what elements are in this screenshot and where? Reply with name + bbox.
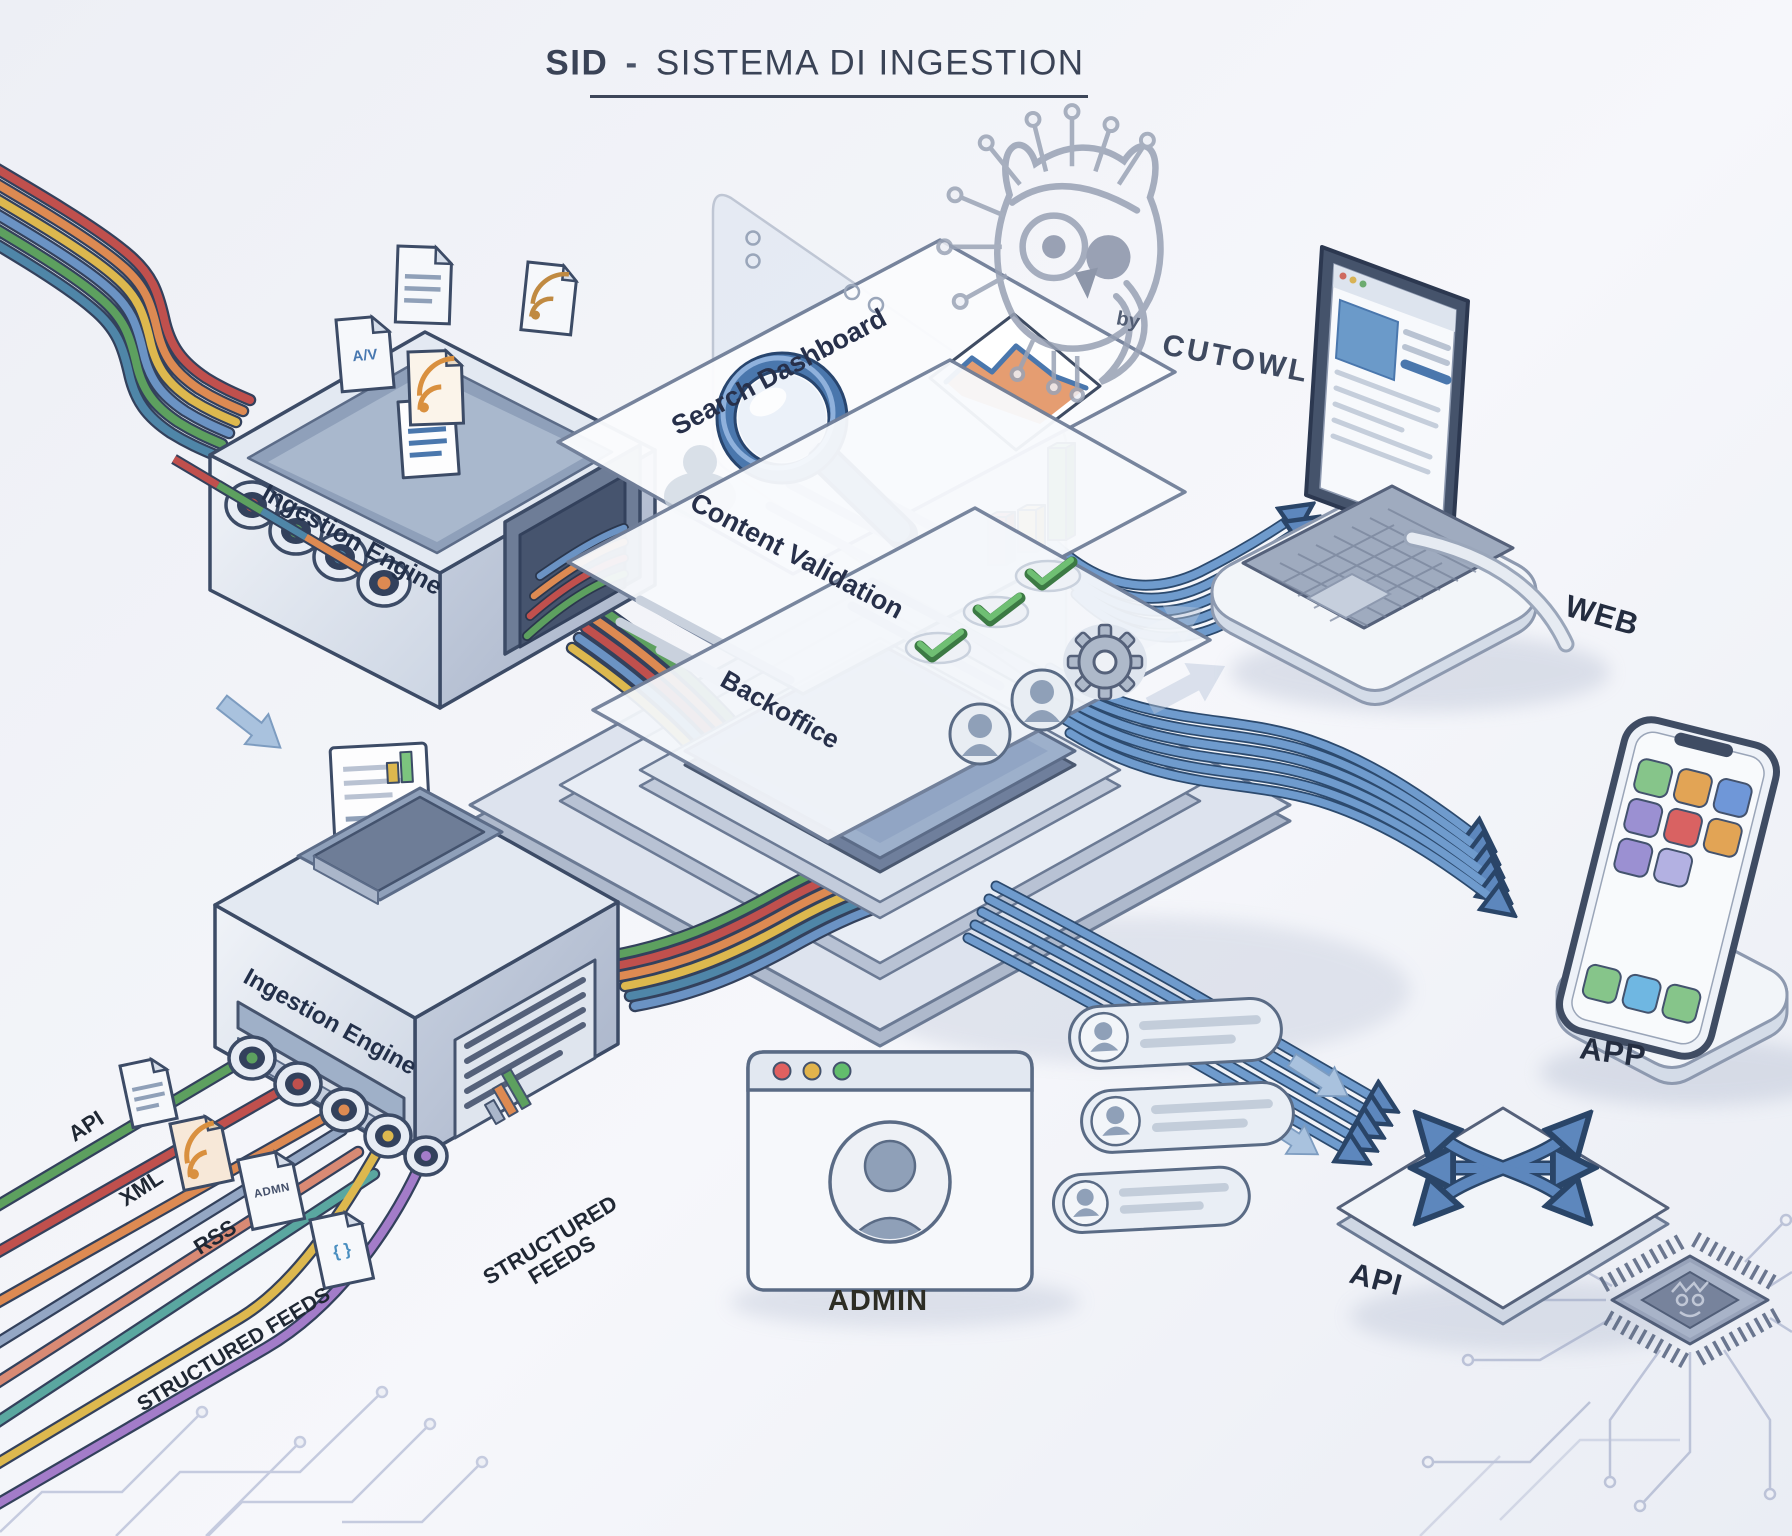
owl-etched-icon (1671, 1281, 1709, 1318)
ingestion-engine-bottom-box (213, 741, 620, 1162)
gear-icon (1063, 623, 1147, 701)
page-title: SID - SISTEMA DI INGESTION (545, 43, 1085, 83)
admin-window (730, 1050, 1080, 1328)
api-switch (1336, 1106, 1710, 1352)
title-name: SISTEMA DI INGESTION (655, 43, 1085, 83)
user-chips (1051, 996, 1295, 1234)
title-separator: - (625, 43, 639, 83)
rss-file-icon (406, 347, 466, 427)
checkmark-icons (904, 556, 1082, 665)
cutowl-logo-icon (936, 103, 1164, 403)
mini-bar-chart-icon (484, 1068, 532, 1125)
user-avatar-icons (948, 668, 1074, 766)
input-pipes-top-bundle (0, 146, 250, 455)
badge-av: A/V (351, 346, 379, 366)
file-icons-top (334, 244, 580, 427)
window-traffic-lights (772, 1061, 852, 1081)
panel-backoffice (591, 506, 1212, 844)
json-file-icon (308, 1209, 376, 1291)
document-file-icon-small (118, 1056, 179, 1130)
rss-file-icon-2 (519, 260, 580, 337)
crossed-arrows-icon (1426, 1124, 1580, 1212)
admn-file-icon (236, 1149, 307, 1232)
cpu-chip (1599, 1232, 1781, 1368)
app-phone (1540, 716, 1792, 1106)
document-file-icon (393, 244, 455, 326)
web-laptop (1210, 245, 1610, 712)
admin-avatar (828, 1120, 952, 1244)
ingestion-engine-top-ports (171, 454, 412, 608)
circuit-traces-bottom-left (0, 1385, 489, 1536)
av-file-icon (334, 313, 396, 394)
title-brand: SID (545, 43, 609, 83)
file-badges-bottom (118, 1056, 376, 1291)
logo-by: by (1114, 307, 1142, 334)
admin-label: ADMIN (827, 1284, 929, 1317)
rss-file-icon-feed (168, 1113, 235, 1193)
title-underline (590, 95, 1088, 98)
badge-json: { } (331, 1239, 353, 1262)
ingestion-engine-bottom-ports (227, 1035, 449, 1177)
gray-ribbon (1403, 529, 1575, 653)
